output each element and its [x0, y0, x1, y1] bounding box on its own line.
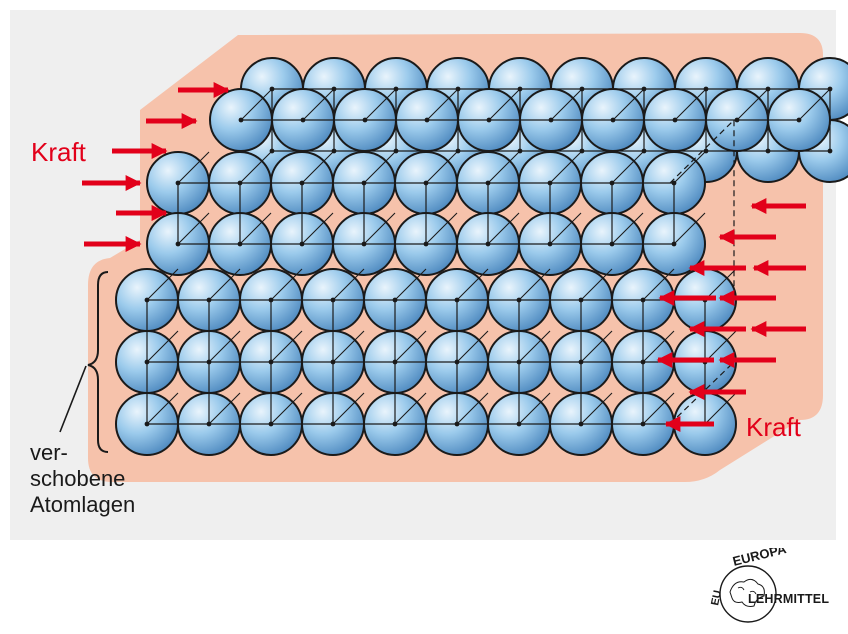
- depth-line: [146, 330, 179, 363]
- depth-line: [704, 330, 737, 363]
- atom-center: [827, 148, 833, 154]
- depth-line: [394, 330, 427, 363]
- depth-line: [394, 392, 427, 425]
- depth-line: [518, 330, 551, 363]
- depth-line: [394, 268, 427, 301]
- depth-line: [580, 392, 613, 425]
- depth-line: [549, 212, 582, 245]
- depth-line: [518, 392, 551, 425]
- atom-center: [765, 148, 771, 154]
- depth-line: [425, 212, 458, 245]
- curly-brace-icon: [87, 271, 109, 453]
- depth-line: [426, 88, 459, 121]
- depth-line: [611, 151, 644, 184]
- depth-line: [642, 330, 675, 363]
- atom-layer-middle: [209, 88, 831, 152]
- depth-line: [612, 88, 645, 121]
- depth-line: [270, 268, 303, 301]
- force-label-left: Kraft: [31, 137, 86, 167]
- depth-line: [239, 212, 272, 245]
- depth-line: [302, 88, 335, 121]
- depth-line: [550, 88, 583, 121]
- depth-line: [208, 268, 241, 301]
- logo-arc-text: EUROPA: [731, 548, 788, 569]
- depth-line: [364, 88, 397, 121]
- depth-line: [642, 268, 675, 301]
- depth-line: [580, 268, 613, 301]
- depth-line: [270, 330, 303, 363]
- depth-line: [798, 88, 831, 121]
- depth-line: [301, 151, 334, 184]
- depth-line: [456, 268, 489, 301]
- force-arrows: [82, 81, 806, 433]
- shifted-layers-line-2: schobene: [30, 466, 126, 491]
- depth-line: [425, 151, 458, 184]
- depth-line: [270, 392, 303, 425]
- depth-line: [736, 88, 769, 121]
- depth-line: [580, 330, 613, 363]
- depth-line: [208, 330, 241, 363]
- depth-line: [146, 268, 179, 301]
- depth-line: [239, 151, 272, 184]
- depth-line: [363, 212, 396, 245]
- depth-line: [704, 268, 737, 301]
- depth-line: [487, 212, 520, 245]
- depth-line: [518, 268, 551, 301]
- depth-line: [487, 151, 520, 184]
- depth-line: [177, 151, 210, 184]
- depth-line: [488, 88, 521, 121]
- depth-line: [332, 330, 365, 363]
- depth-line: [363, 151, 396, 184]
- depth-line: [549, 151, 582, 184]
- depth-line: [673, 212, 706, 245]
- shifted-layers-line-1: ver-: [30, 440, 68, 465]
- depth-line: [456, 330, 489, 363]
- atom-layer-upper-front: [146, 151, 706, 276]
- europa-lehrmittel-logo-icon: EUROPA EU LEHRMITTEL: [704, 541, 848, 628]
- atom-layers: [115, 57, 848, 456]
- shifted-layers-line-3: Atomlagen: [30, 492, 136, 517]
- shifted-layers-label: ver- schobene Atomlagen: [30, 440, 135, 518]
- depth-line: [611, 212, 644, 245]
- depth-line: [332, 392, 365, 425]
- depth-line: [240, 88, 273, 121]
- logo-main-text: LEHRMITTEL: [748, 592, 830, 606]
- atom-layer-lower-front: [115, 268, 737, 456]
- depth-line: [208, 392, 241, 425]
- depth-line: [177, 212, 210, 245]
- logo-side-text: EU: [709, 589, 724, 606]
- depth-line: [301, 212, 334, 245]
- depth-line: [674, 88, 707, 121]
- depth-line: [673, 151, 706, 184]
- depth-line: [642, 392, 675, 425]
- depth-line: [704, 392, 737, 425]
- force-label-right: Kraft: [746, 412, 801, 442]
- depth-line: [456, 392, 489, 425]
- brace-pointer-line: [59, 365, 87, 433]
- depth-line: [332, 268, 365, 301]
- depth-line: [146, 392, 179, 425]
